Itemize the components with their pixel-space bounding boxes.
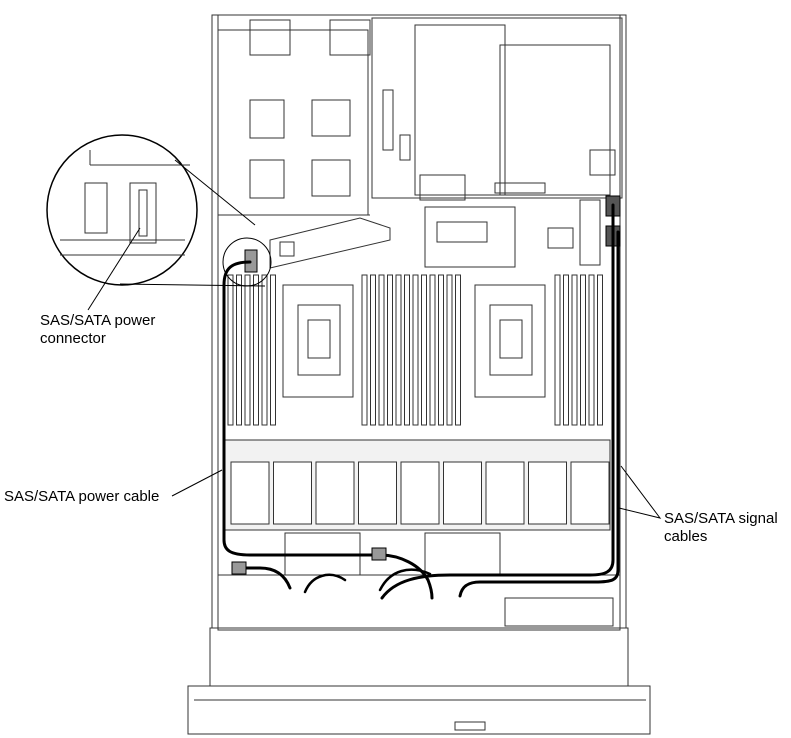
leader-power-connector xyxy=(87,227,141,311)
leader-power-cable xyxy=(171,469,223,497)
label-signal-cables-line2: cables xyxy=(664,528,708,545)
fan xyxy=(443,461,482,525)
leader-signal-cables xyxy=(618,465,662,519)
sas-sata-power-cable xyxy=(222,260,434,600)
label-power-cable: SAS/SATA power cable xyxy=(4,488,160,505)
dimm-slot xyxy=(261,274,268,426)
dimm-slot xyxy=(404,274,410,426)
fan xyxy=(400,461,440,525)
dimm-slot xyxy=(387,274,393,426)
fan xyxy=(273,461,312,525)
label-power-connector-line2: connector xyxy=(40,330,106,347)
dimm-slot xyxy=(571,274,578,426)
dimm-slot xyxy=(378,274,385,426)
fan xyxy=(570,461,610,525)
label-signal-cables-line1: SAS/SATA signal xyxy=(664,510,778,527)
dimm-slot xyxy=(563,274,569,426)
dimm-slot xyxy=(438,274,444,426)
front-panel xyxy=(187,685,651,735)
dimm-slot xyxy=(227,274,234,426)
dimm-slot xyxy=(588,274,595,426)
dimm-slot xyxy=(395,274,402,426)
label-signal-cables: SAS/SATA signal cables xyxy=(664,510,778,546)
processor-1 xyxy=(282,284,354,398)
fan xyxy=(528,461,567,525)
riser-card-area xyxy=(371,17,623,201)
dimm-slot xyxy=(412,274,419,426)
dimm-slot xyxy=(244,274,251,426)
dimm-slot xyxy=(361,274,368,426)
label-power-connector-line1: SAS/SATA power xyxy=(40,312,156,329)
fan xyxy=(485,461,525,525)
dimm-slot xyxy=(554,274,561,426)
processor-2 xyxy=(474,284,546,398)
power-connector-magnifier xyxy=(46,134,272,287)
dimm-slot xyxy=(597,274,603,426)
label-power-connector: SAS/SATA power connector xyxy=(40,312,155,348)
dimm-slot xyxy=(580,274,586,426)
dimm-slot xyxy=(455,274,461,426)
front-bezel xyxy=(209,627,629,687)
sas-sata-signal-cable-2 xyxy=(458,230,620,598)
dimm-slot xyxy=(370,274,376,426)
dimm-slot xyxy=(270,274,276,426)
fan xyxy=(315,461,355,525)
dimm-slot xyxy=(236,274,242,426)
dimm-slot xyxy=(446,274,453,426)
dimm-slot xyxy=(253,274,259,426)
fan xyxy=(358,461,397,525)
dimm-slot xyxy=(429,274,436,426)
sas-sata-signal-cable-1 xyxy=(380,203,615,600)
fan xyxy=(230,461,270,525)
dimm-slot xyxy=(421,274,427,426)
raid-controller-area xyxy=(424,199,601,268)
